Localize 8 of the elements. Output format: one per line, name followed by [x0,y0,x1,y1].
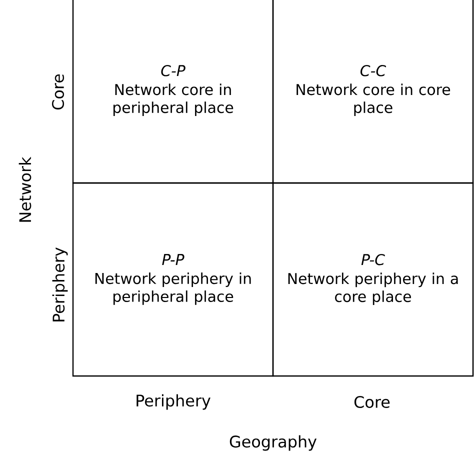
axis-title: Geography [230,435,317,451]
axis-label: Periphery [136,394,210,410]
quadrant-cell: P-P Network periphery in peripheral place [72,182,274,377]
quadrant-cell: C-P Network core in peripheral place [72,0,274,184]
quadrant-cell: P-C Network periphery in a core place [272,182,474,377]
quadrant-cell: C-C Network core in core place [272,0,474,184]
axis-label: Core [354,396,390,408]
axis-title: Network [18,156,32,222]
